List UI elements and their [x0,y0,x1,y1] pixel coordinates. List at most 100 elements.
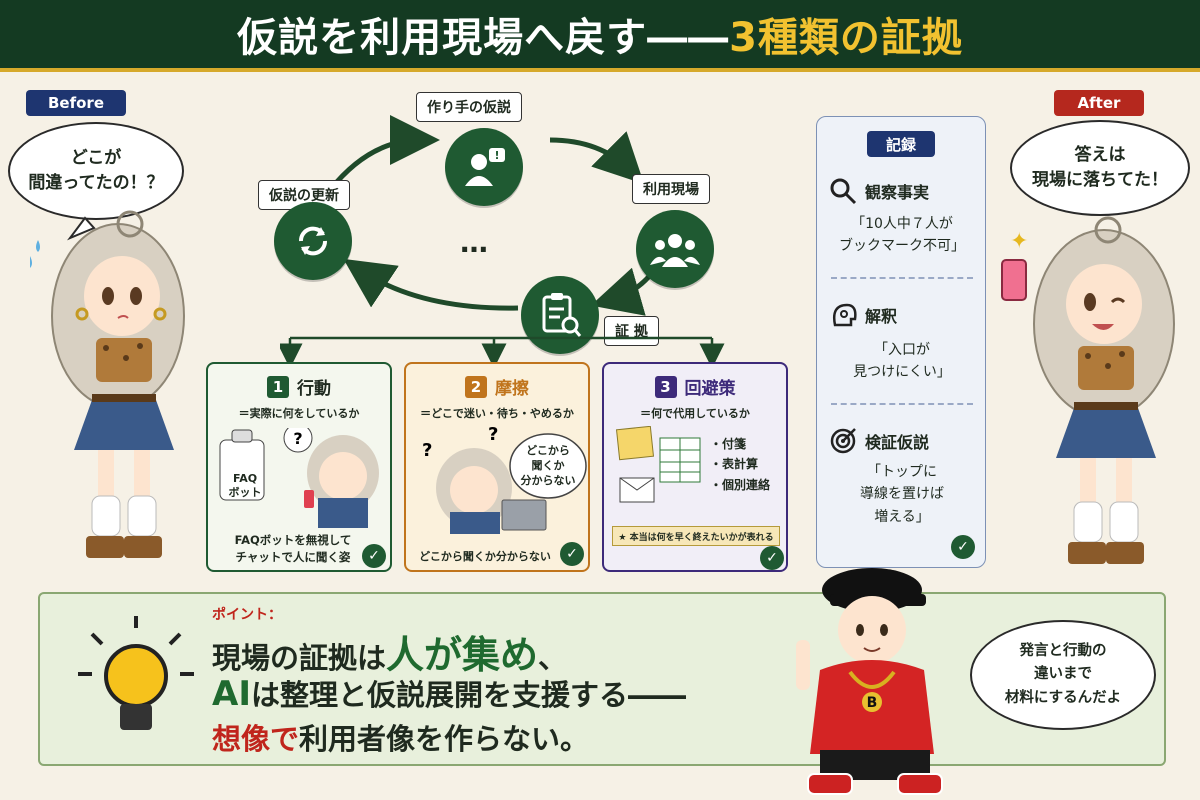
page-header: 仮説を利用現場へ戻す―― 3種類の証拠 [0,0,1200,72]
record-badge: 記録 [867,131,935,157]
divider [831,403,973,405]
boy-bubble-line1: 発言と行動の [1019,643,1107,660]
observation-text: 「10人中７人が ブックマーク不可」 [817,213,987,258]
record-section-observation: 観察事実 [829,177,929,205]
lightbulb-icon [78,616,194,730]
svg-text:?: ? [488,426,498,445]
card-friction-subtitle: ＝どこで迷い・待ち・やめるか [420,407,574,420]
svg-text:?: ? [422,440,432,461]
point-line1-a: 現場の証拠は [212,641,387,675]
thought-line3: 分からない [520,473,576,487]
card-workaround-illustration [615,426,701,503]
card-friction-title-row: 2 摩擦 [406,374,588,399]
interpretation-heading: 解釈 [865,307,898,326]
workaround-item: ・付箋 [710,437,747,451]
record-section-interpretation: 解釈 [829,301,897,329]
page-title-accent: 3種類の証拠 [729,15,963,61]
interpretation-text: 「入口が 見つけにくい」 [817,339,987,384]
card-friction-title: 摩擦 [495,379,529,399]
card-workaround: 3 回避策 ＝何で代用しているか ・付箋 ・表計算 ・個別連絡 ★ 本当は何を早… [602,362,788,572]
person-question-icon: ! [465,148,505,186]
hypothesis-line2: 導線を置けば [860,486,944,503]
check-icon: ✓ [362,544,386,568]
check-icon: ✓ [951,535,975,559]
update-label: 仮説の更新 [258,180,350,210]
workaround-list: ・付箋 ・表計算 ・個別連絡 [710,434,770,495]
point-line2-a: AI [212,674,251,714]
card-friction-caption: どこから聞くか分からない [419,550,551,563]
branch-arrows [280,336,725,366]
chain-letter: B [867,695,878,711]
card-friction-number: 2 [465,375,487,398]
check-icon: ✓ [560,542,584,566]
observation-heading: 観察事実 [865,183,930,202]
workaround-note: ★ 本当は何を早く終えたいかが表れる [612,526,780,546]
card-friction: 2 摩擦 ＝どこで迷い・待ち・やめるか ? ? どこから 聞くか 分からない ど… [404,362,590,572]
card-workaround-title: 回避策 [684,379,736,399]
point-line2: AIは整理と仮説展開を支援する―― [212,672,686,714]
after-bubble-line1: 答えは [1074,145,1126,166]
card-behavior-subtitle: ＝実際に何をしているか [238,407,360,420]
target-icon [830,428,856,454]
point-line1: 現場の証拠は人が集め、 [212,624,567,679]
card-behavior-title: 行動 [297,379,331,399]
point-box: ポイント： 現場の証拠は人が集め、 AIは整理と仮説展開を支援する―― 想像で利… [38,592,1166,766]
interpretation-line1: 「入口が [874,342,930,358]
head-bulb-icon [833,303,857,327]
point-line3-b: 利用者像を作らない。 [299,722,590,756]
page-title: 仮説を利用現場へ戻す―― [237,15,730,61]
maker-hypothesis-node: ! [445,128,523,206]
refresh-icon [298,226,328,256]
hypothesis-line1: 「トップに [867,464,937,480]
update-node [274,202,352,280]
maker-hypothesis-label: 作り手の仮説 [416,92,522,122]
before-bubble-line2: 間違ってたの！？ [28,173,164,193]
svg-text:!: ! [494,149,499,162]
card-behavior: 1 行動 ＝実際に何をしているか ? FAQ ボット FAQボットを無視して チ… [206,362,392,572]
point-label: ポイント： [212,607,282,623]
after-badge: After [1054,90,1144,116]
field-node [636,210,714,288]
hypothesis-text: 「トップに 導線を置けば 増える」 [817,461,987,528]
before-badge: Before [26,90,126,116]
card-behavior-caption: FAQボットを無視して チャットで人に聞く姿 [218,532,368,565]
evidence-label: 証 拠 [604,316,659,346]
faq-bot-label: FAQ ボット [225,472,265,501]
interpretation-line2: 見つけにくい」 [853,364,951,381]
clipboard-search-icon [542,293,582,337]
thought-line2: 聞くか [531,458,565,472]
sticky-note-icon [615,426,655,461]
after-bubble-line2: 現場に落ちてた！ [1032,170,1168,190]
record-section-hypothesis: 検証仮説 [829,427,929,455]
boy-bubble-line3: 材料にするんだよ [1004,689,1122,706]
observation-line1: 「10人中７人が [851,216,953,232]
faq-bot-line1: FAQ [232,472,258,485]
card-behavior-title-row: 1 行動 [208,374,390,399]
before-speech-bubble: どこが間違ってたの！？ [8,122,184,220]
point-line2-b: は整理と仮説展開を支援する―― [250,678,686,712]
after-girl-illustration: ✦ [1001,216,1175,564]
check-icon: ✓ [760,546,784,570]
before-girl-illustration [30,210,185,558]
card-behavior-number: 1 [267,375,289,398]
faq-bot-line2: ボット [228,486,262,500]
boy-speech-bubble: 発言と行動の 違いまで 材料にするんだよ [970,620,1156,730]
card-workaround-number: 3 [654,375,677,398]
workaround-item: ・表計算 [710,457,759,472]
point-line1-c: 、 [538,641,568,675]
card-workaround-title-row: 3 回避策 [604,374,786,399]
point-line1-b: 人が集め [386,633,539,677]
evidence-node [521,276,599,354]
friction-thought-bubble: どこから 聞くか 分からない [510,444,586,489]
cycle-ellipsis: … [460,226,488,259]
hypothesis-line3: 増える」 [874,508,930,525]
sparkle-icon: ✦ [1010,229,1028,254]
card-behavior-caption-line2: チャットで人に聞く姿 [235,549,351,564]
record-panel: 記録 観察事実 「10人中７人が ブックマーク不可」 解釈 「入口が 見つけにく… [816,116,986,568]
workaround-item: ・個別連絡 [710,477,771,492]
before-bubble-line1: どこが [70,148,122,169]
divider [831,277,973,279]
observation-line2: ブックマーク不可」 [839,238,965,255]
field-label: 利用現場 [632,174,710,204]
after-speech-bubble: 答えは現場に落ちてた！ [1010,120,1190,216]
